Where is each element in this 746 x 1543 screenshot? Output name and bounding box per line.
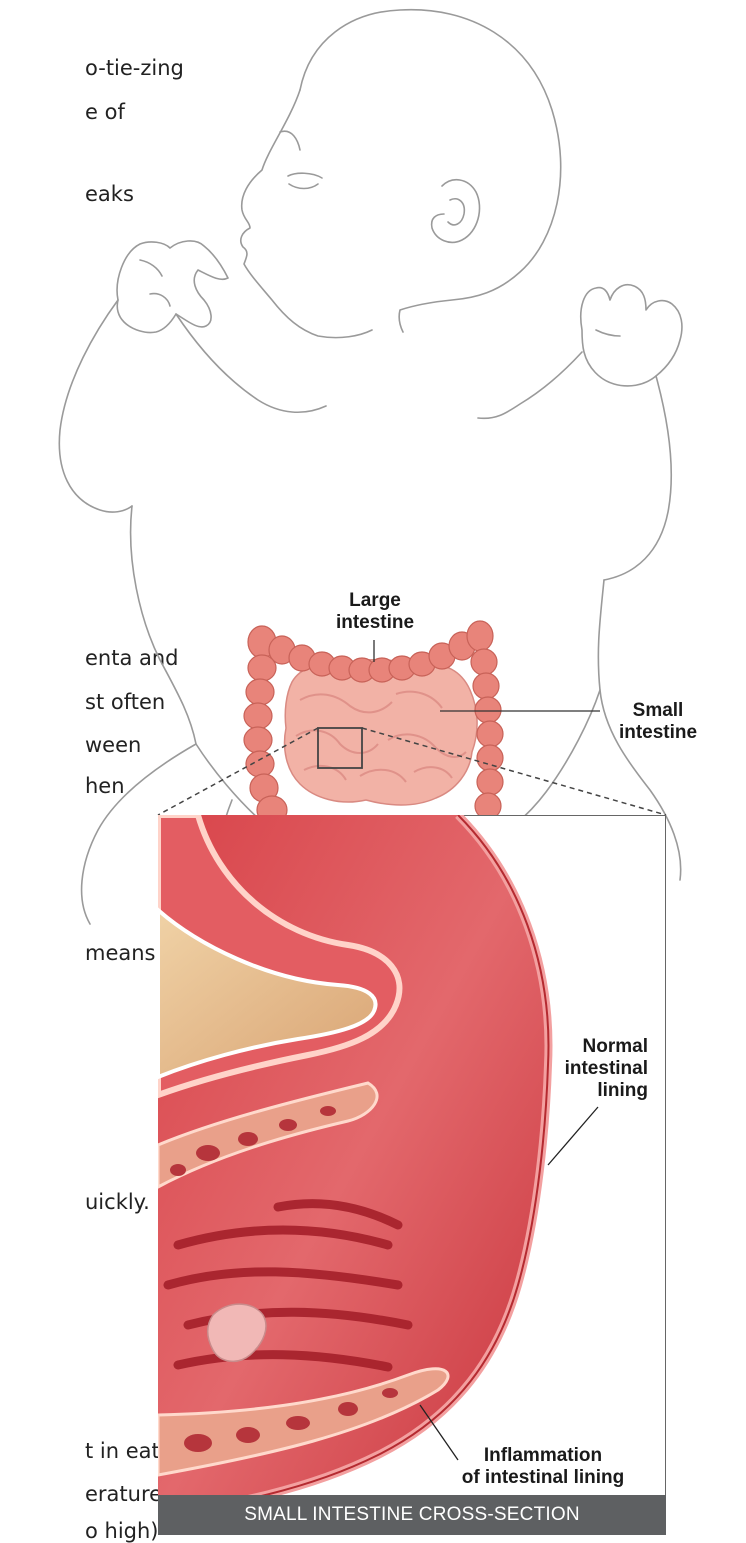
baby-right-arm [604,376,671,580]
baby-head-outline [300,10,561,332]
baby-left-hand [117,241,228,333]
label-inflammation: Inflammation of intestinal lining [428,1445,658,1489]
label-large-intestine: Large intestine [310,590,440,634]
baby-left-arm [59,300,132,512]
baby-face-outline [241,90,372,338]
cross-section-illustration [158,815,666,1535]
inset-caption: SMALL INTESTINE CROSS-SECTION [158,1495,666,1535]
baby-ear [432,180,480,243]
cross-section-inset: Normal intestinal lining Inflammation of… [158,815,666,1535]
baby-eye [288,173,322,178]
label-normal-lining: Normal intestinal lining [518,1036,648,1102]
label-small-intestine: Small intestine [598,700,718,744]
baby-right-hand [581,285,682,386]
